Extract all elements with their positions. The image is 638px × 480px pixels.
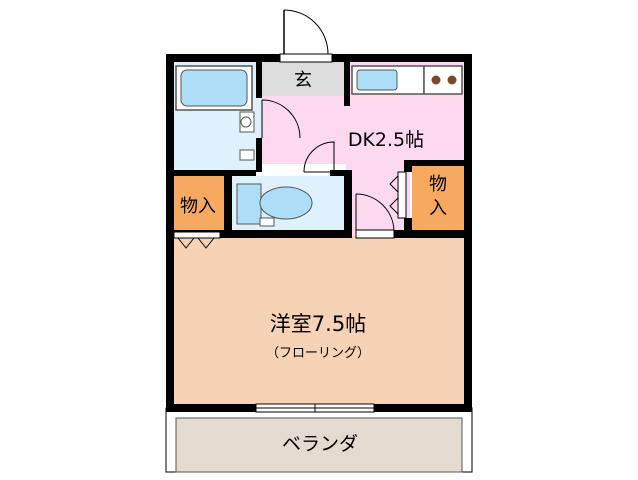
bathtub (175, 65, 253, 111)
storage-left-label: 物入 (180, 196, 216, 217)
room-door (355, 193, 395, 239)
storage-right-label-line1: 物 (429, 174, 447, 195)
western-room-label: 洋室7.5帖 (270, 312, 366, 336)
dk-label: DK2.5帖 (348, 129, 424, 151)
walls (166, 54, 472, 412)
balcony-floor (175, 417, 463, 473)
entrance-floor (262, 60, 346, 96)
entrance-label: 玄 (294, 70, 312, 91)
storage-right (412, 166, 464, 230)
storage-left-doors (173, 231, 221, 249)
balcony (165, 407, 473, 473)
storage-right-label-line2: 入 (429, 198, 447, 219)
toilet-door (303, 141, 336, 173)
kitchen-sink (351, 65, 425, 95)
balcony-window (255, 403, 375, 413)
flooring-label: （フローリング） (266, 346, 370, 361)
stove (423, 65, 463, 95)
bathroom-door (261, 99, 301, 139)
bath-sink (239, 111, 255, 161)
storage-right-doors (389, 171, 407, 219)
toilet (236, 183, 313, 227)
entrance-door (279, 9, 333, 63)
balcony-label: ベランダ (282, 433, 358, 455)
storage-left (172, 176, 224, 232)
western-room-floor (170, 234, 466, 408)
dk-floor-upper (262, 96, 466, 164)
